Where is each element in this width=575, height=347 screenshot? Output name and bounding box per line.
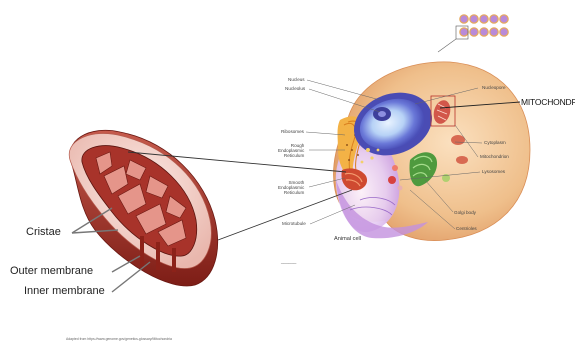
- label-scale: ______: [281, 259, 296, 264]
- label-nucleopore: Nucleopore: [482, 85, 506, 90]
- credit-text: Adapted from https://www.genome.gov/gene…: [66, 337, 172, 341]
- label-rough-er: Rough Endoplasmic Reticulum: [278, 143, 304, 158]
- label-inner-membrane: Inner membrane: [24, 285, 105, 297]
- label-animal-cell: Animal cell: [334, 236, 361, 242]
- label-outer-membrane: Outer membrane: [10, 265, 93, 277]
- label-mitochondrion: Mitochondrion: [480, 154, 509, 159]
- label-ribosomes: Ribosomes: [281, 129, 304, 134]
- label-smooth-er: Smooth Endoplasmic Reticulum: [278, 180, 304, 195]
- label-nucleus: Nucleus: [288, 77, 305, 82]
- label-cristae: Cristae: [26, 226, 61, 238]
- label-cytoplasm: Cytoplasm: [484, 140, 506, 145]
- label-lysosomes: Lysosomes: [482, 169, 505, 174]
- label-golgi-body: Golgi body: [454, 210, 476, 215]
- cell-cluster-inset: [438, 15, 508, 52]
- label-mitochondria: MITOCHONDRIA: [521, 97, 575, 107]
- label-nucleolus: Nucleolus: [285, 86, 305, 91]
- label-microtubule: Microtubule: [282, 221, 306, 226]
- label-centrioles: Centrioles: [456, 226, 477, 231]
